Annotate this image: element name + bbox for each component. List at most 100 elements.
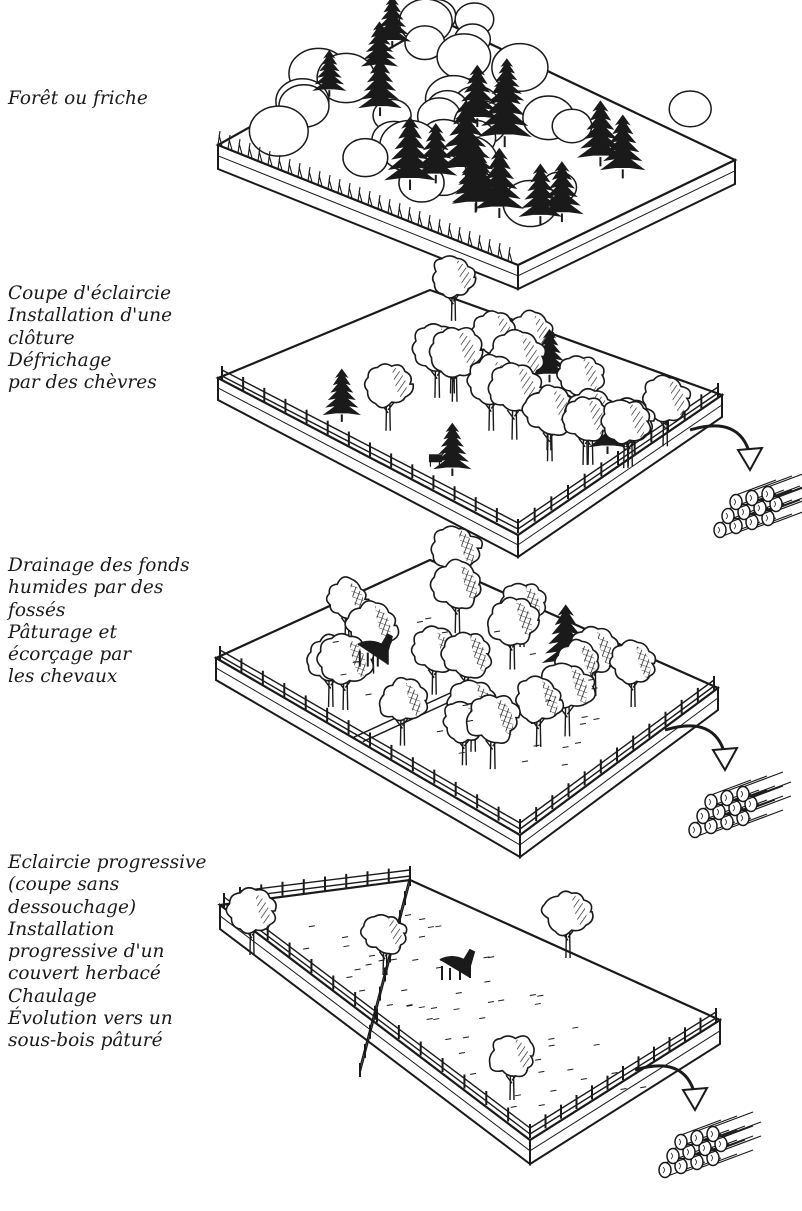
conifer-tree (373, 0, 412, 42)
stage-1-line: Forêt ou friche (8, 88, 148, 109)
pasture-slab-top (217, 878, 723, 1142)
log-ring (662, 1166, 665, 1174)
scrub-stroke (427, 214, 433, 231)
scrub-stroke (407, 206, 413, 223)
tree-shading (349, 639, 366, 679)
grass-tick (308, 925, 315, 928)
tree-trunk (446, 365, 460, 394)
scrub-stroke (417, 210, 423, 227)
grass-tick (462, 1036, 470, 1039)
grass-tick (579, 722, 587, 725)
tree-shading (588, 398, 605, 436)
conifer-tree (474, 147, 525, 209)
stage-4-caption: Eclaircie progressive (coupe sans dessou… (8, 852, 206, 1053)
conifer-tree (433, 422, 472, 470)
grass-tick (484, 980, 491, 983)
scrub-stroke (437, 218, 443, 235)
tree-shading (583, 357, 598, 392)
scrub-stroke (257, 146, 263, 163)
log-ring (724, 794, 727, 802)
tree-trunk (446, 292, 461, 321)
log-ring (678, 1162, 681, 1170)
tree-shading (255, 893, 270, 928)
log-ring (702, 1144, 705, 1152)
grass-tick (588, 678, 595, 681)
grass-tick (581, 715, 588, 718)
grass-tick (529, 993, 536, 996)
grass-tick (386, 1003, 393, 1006)
stage-3-caption: Drainage des fonds humides par des fossé… (8, 555, 190, 689)
grass-tick (498, 999, 505, 1002)
log-ring (740, 814, 743, 822)
horse (439, 948, 476, 980)
log-ring (670, 1152, 673, 1160)
grass-tick (365, 693, 372, 696)
log-ring (678, 1138, 681, 1146)
grass-tick (521, 760, 529, 763)
grass-tick (572, 1026, 579, 1029)
scrub-stroke (377, 194, 383, 211)
tree-trunk (485, 735, 502, 770)
grass-tick (426, 1018, 433, 1021)
conifer-tree (540, 161, 584, 215)
grass-tick (436, 730, 444, 733)
stage-1-caption: Forêt ou friche (8, 88, 148, 110)
stage-4-line: (coupe sans (8, 874, 120, 896)
tree-shading (458, 528, 475, 567)
tree-shading (515, 1038, 530, 1073)
arrow-curve (634, 1064, 697, 1096)
goat-legs (429, 451, 445, 467)
conifer-tree (414, 123, 458, 176)
stage-4-line: Chaulage (8, 985, 97, 1007)
tree-shading (636, 645, 651, 680)
thinning-slab-edge-line (217, 387, 519, 546)
log-ring (765, 490, 768, 498)
grass-tick (487, 1000, 495, 1003)
log-ring (749, 494, 752, 502)
grass-tick (418, 1006, 425, 1009)
tree-trunk (618, 437, 634, 469)
conifer-tree (322, 368, 362, 416)
tree-trunk (623, 436, 639, 467)
tree-shading (629, 402, 645, 439)
conifer-tree (600, 114, 646, 171)
bush-crown (342, 137, 389, 178)
log-ring (717, 526, 720, 534)
stage-2-line: Défrichage (8, 349, 112, 371)
grass-tick (533, 744, 540, 747)
thinning-slab-top (215, 288, 725, 537)
scrub-stroke (387, 198, 393, 215)
log-ring (686, 1148, 689, 1156)
log-end (712, 803, 726, 821)
grass-tick (534, 1002, 541, 1005)
conifer-tree (489, 58, 525, 101)
tree-shading (581, 643, 596, 679)
grass-tick (354, 968, 361, 971)
log-ring (765, 514, 768, 522)
tree-shading (542, 681, 558, 718)
grass-tick (466, 719, 474, 722)
tree-trunk (323, 674, 340, 708)
tree-trunk (429, 365, 446, 398)
tree-trunk (582, 430, 600, 465)
stage-2-line: par des chèvres (8, 372, 157, 394)
conifer-tree (518, 163, 563, 217)
grass-tick (406, 1004, 413, 1007)
tree-trunk (559, 703, 576, 737)
log-ring (718, 1140, 721, 1148)
grass-tick (620, 1088, 627, 1091)
tree-shading (470, 634, 486, 672)
stage-4-line: Eclaircie progressive (8, 852, 207, 873)
tree-trunk (378, 947, 393, 976)
scrub-stroke (447, 222, 453, 239)
stage-3-line: humides par des (8, 577, 164, 599)
grass-tick (538, 1104, 545, 1107)
log-side (767, 473, 802, 502)
tree-shading (391, 365, 407, 402)
scrub-stroke (287, 158, 293, 175)
log-end (658, 1161, 672, 1179)
grass-tick (469, 1072, 477, 1075)
arrow-head (711, 746, 739, 773)
log-ring (694, 1158, 697, 1166)
log-end (696, 807, 710, 825)
